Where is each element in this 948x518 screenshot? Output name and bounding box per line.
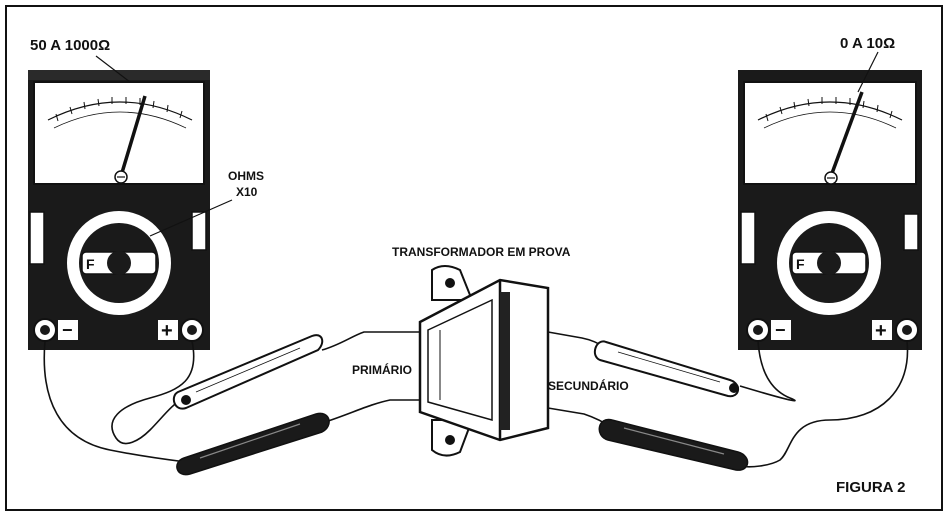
right-meter-side-jack-left — [740, 211, 756, 265]
right-multimeter: F − + — [738, 70, 922, 350]
left-dark-probe — [176, 412, 330, 476]
right-meter-needle — [829, 91, 864, 177]
lead-right-minus — [739, 340, 796, 402]
right-dark-probe — [598, 418, 749, 471]
left-light-probe — [172, 334, 324, 410]
left-meter-side-jack-right — [191, 211, 207, 251]
left-meter-plus-label: + — [161, 320, 173, 342]
left-range-leader — [95, 55, 131, 83]
left-meter-ticks — [55, 97, 183, 122]
primary-wire-top — [321, 331, 420, 351]
lead-left-minus — [43, 340, 187, 463]
right-range-leader — [857, 51, 879, 93]
figure-label: FIGURA 2 — [836, 479, 905, 496]
right-light-probe — [593, 340, 739, 398]
transformer-label: TRANSFORMADOR EM PROVA — [392, 245, 571, 259]
left-meter-minus-label: − — [62, 320, 73, 340]
right-meter-scale-arc-inner — [763, 111, 897, 129]
right-range-label: 0 A 10Ω — [840, 35, 895, 52]
right-meter-minus-label: − — [775, 320, 786, 340]
left-meter-side-jack-left — [29, 211, 45, 265]
lead-right-plus — [739, 340, 909, 468]
right-meter-ticks — [765, 97, 893, 122]
left-range-label: 50 A 1000Ω — [30, 37, 110, 54]
transformer-coil-face — [427, 298, 493, 421]
right-meter-scale-arc — [757, 101, 903, 121]
primary-label: PRIMÁRIO — [352, 362, 412, 377]
left-meter-dial-window — [33, 81, 205, 185]
transformer — [418, 265, 550, 457]
right-meter-selector-mark: F — [796, 256, 805, 272]
x10-label: X10 — [236, 185, 258, 199]
ohms-leader — [149, 199, 233, 237]
left-meter-selector-mark: F — [86, 256, 95, 272]
secondary-label: SECUNDÁRIO — [548, 378, 629, 393]
left-multimeter: F − + — [28, 70, 210, 350]
lead-left-plus — [111, 340, 195, 445]
left-meter-scale-arc-inner — [53, 111, 187, 129]
left-meter-scale-arc — [47, 101, 193, 121]
primary-wire-bottom — [324, 399, 420, 423]
left-meter-needle — [119, 95, 147, 177]
right-meter-dial-window — [743, 81, 917, 185]
right-meter-plus-label: + — [875, 320, 887, 342]
left-meter-top-edge — [28, 70, 210, 80]
ohms-label: OHMS — [228, 169, 264, 183]
right-meter-side-jack-right — [903, 213, 919, 251]
